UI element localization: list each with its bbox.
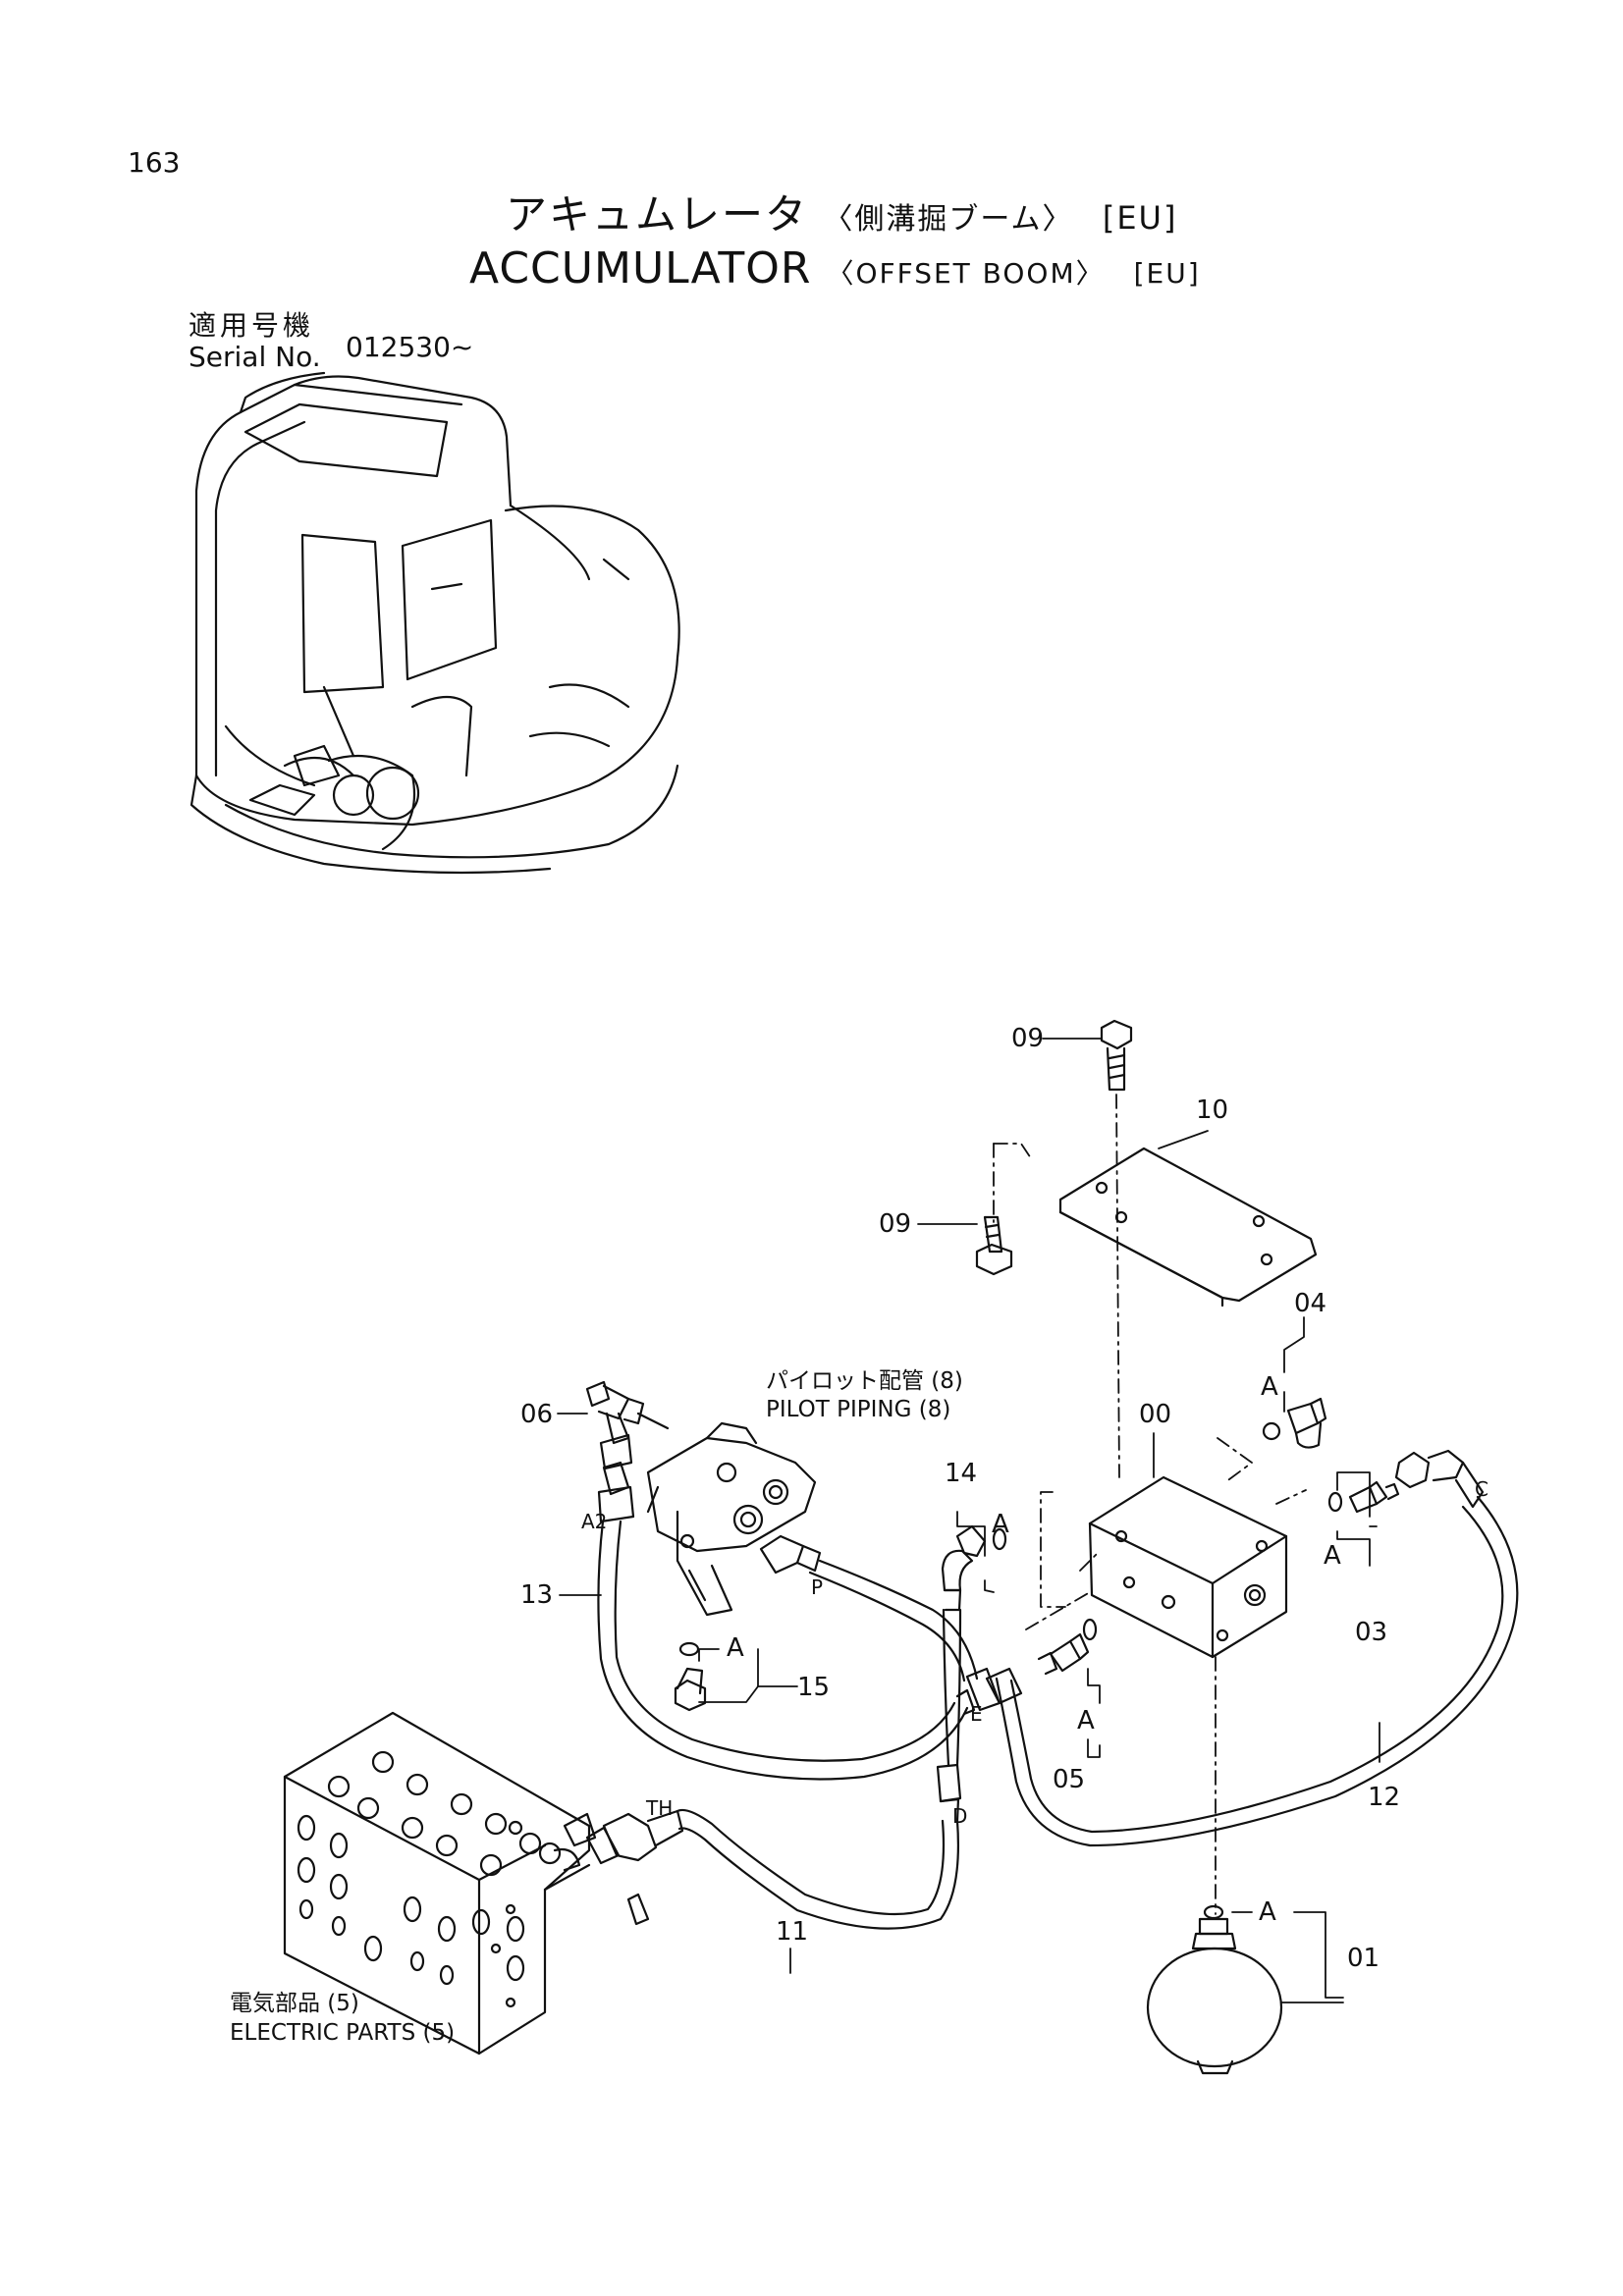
label-part-03: 03 xyxy=(1355,1618,1388,1647)
leader-lines xyxy=(557,1038,1380,2003)
assembly-a-15: A xyxy=(727,1633,744,1663)
label-part-05: 05 xyxy=(1053,1765,1086,1794)
label-part-09-top: 09 xyxy=(1011,1024,1045,1053)
label-part-12: 12 xyxy=(1368,1783,1401,1812)
title-jp-sub: 〈側溝掘ブーム〉 xyxy=(823,202,1074,237)
hose-13 xyxy=(597,1461,969,1781)
electric-parts-ref-en: ELECTRIC PARTS (5) xyxy=(230,2020,456,2046)
bolt-side xyxy=(975,1215,1013,1276)
port-label-a2: A2 xyxy=(581,1510,608,1533)
title-japanese: アキュムレータ 〈側溝掘ブーム〉 [EU] xyxy=(506,194,1177,236)
bolt-top xyxy=(1100,1019,1133,1092)
o-ring-01 xyxy=(1203,1904,1224,1920)
label-part-06: 06 xyxy=(520,1400,554,1429)
electric-parts-ref-jp: 電気部品 (5) xyxy=(230,1991,359,2016)
title-jp-region: [EU] xyxy=(1102,199,1178,237)
elbow-fitting-04 xyxy=(1262,1397,1327,1449)
pilot-valve xyxy=(646,1421,817,1617)
assembly-a-03: A xyxy=(1324,1541,1341,1571)
bolt-15 xyxy=(674,1667,707,1712)
serial-value: 012530~ xyxy=(346,331,474,363)
title-english: ACCUMULATOR 〈OFFSET BOOM〉 [EU] xyxy=(469,247,1201,291)
hose-11 xyxy=(585,1608,962,1930)
serial-label-en: Serial No. xyxy=(189,341,321,373)
o-rings xyxy=(678,1641,1224,1920)
title-en-sub: 〈OFFSET BOOM〉 xyxy=(826,257,1106,290)
label-part-00: 00 xyxy=(1139,1400,1172,1429)
serial-label-jp: 適用号機 xyxy=(189,309,315,342)
label-part-11: 11 xyxy=(776,1917,809,1947)
pilot-piping-ref-jp: パイロット配管 (8) xyxy=(766,1368,963,1394)
label-part-10: 10 xyxy=(1196,1095,1229,1125)
port-label-d: D xyxy=(952,1804,968,1828)
o-ring-15 xyxy=(678,1641,700,1657)
title-en-region: [EU] xyxy=(1133,257,1201,290)
excavator-illustration xyxy=(189,371,680,875)
adapter-fitting-05 xyxy=(1037,1618,1098,1676)
page-number: 163 xyxy=(128,146,181,179)
accumulator-manifold-block xyxy=(1088,1475,1288,1659)
elbow-fitting-14 xyxy=(941,1524,1007,1612)
pilot-hose-p xyxy=(759,1534,979,1682)
port-label-e: E xyxy=(970,1702,983,1726)
pilot-piping-ref-en: PILOT PIPING (8) xyxy=(766,1397,951,1422)
assembly-a-01: A xyxy=(1259,1897,1276,1927)
port-label-p: P xyxy=(811,1575,824,1599)
label-part-04: 04 xyxy=(1294,1289,1327,1318)
label-part-14: 14 xyxy=(945,1459,978,1488)
assembly-a-04: A xyxy=(1261,1372,1278,1402)
accumulator-sphere xyxy=(1146,1917,1283,2075)
label-part-15: 15 xyxy=(797,1673,831,1702)
title-jp-main: アキュムレータ xyxy=(506,190,809,239)
adapter-fitting-03 xyxy=(1327,1480,1400,1514)
label-part-09-side: 09 xyxy=(879,1209,912,1239)
label-part-13: 13 xyxy=(520,1580,554,1610)
solenoid-valve-block xyxy=(283,1711,650,2056)
title-en-main: ACCUMULATOR xyxy=(469,243,812,294)
port-label-th: TH xyxy=(646,1796,674,1820)
hose-12 xyxy=(955,1449,1519,1847)
bracket-plate xyxy=(1058,1147,1318,1308)
assembly-a-14: A xyxy=(992,1510,1009,1539)
port-label-c: C xyxy=(1475,1477,1488,1501)
assembly-a-05: A xyxy=(1077,1706,1095,1735)
label-part-01: 01 xyxy=(1347,1944,1380,1973)
tee-fitting-06 xyxy=(585,1380,670,1470)
